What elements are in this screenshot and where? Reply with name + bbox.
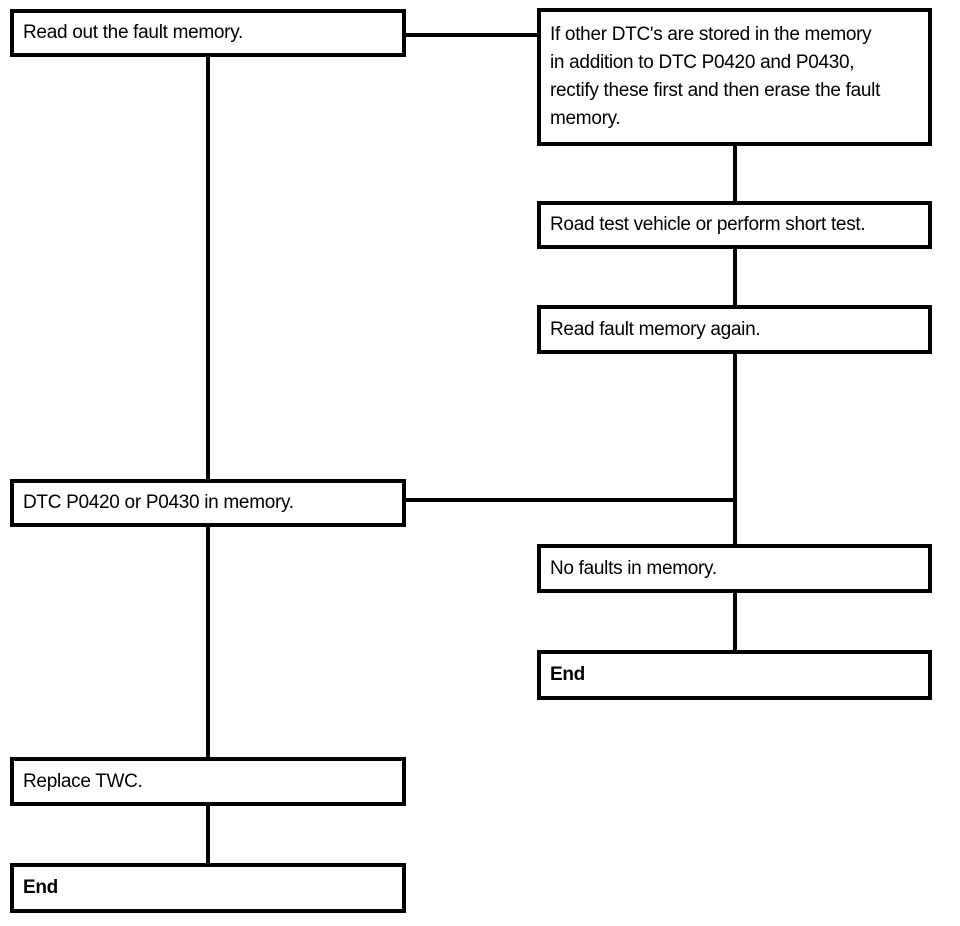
node-end-right: End (537, 650, 932, 700)
node-road-test-vehicle-label: Road test vehicle or perform short test. (550, 214, 866, 235)
connector-dtcinmemory-to-replacetwc (206, 527, 210, 757)
connector-readout-to-dtcinmemory (206, 57, 210, 479)
node-replace-twc: Replace TWC. (10, 757, 406, 806)
node-other-dtcs-stored: If other DTC's are stored in the memory … (537, 8, 932, 146)
node-other-dtcs-stored-label: If other DTC's are stored in the memory … (550, 24, 881, 129)
connector-dtcinmemory-branch (406, 498, 737, 502)
node-read-out-fault-memory: Read out the fault memory. (10, 9, 406, 57)
node-end-right-label: End (550, 664, 585, 685)
connector-replacetwc-to-end (206, 806, 210, 863)
connector-roadtest-to-readagain (733, 249, 737, 305)
node-no-faults-in-memory: No faults in memory. (537, 544, 932, 593)
node-end-left-label: End (23, 877, 58, 898)
node-dtc-in-memory: DTC P0420 or P0430 in memory. (10, 479, 406, 527)
node-road-test-vehicle: Road test vehicle or perform short test. (537, 201, 932, 249)
node-end-left: End (10, 863, 406, 913)
connector-readagain-to-nofaults (733, 354, 737, 544)
node-dtc-in-memory-label: DTC P0420 or P0430 in memory. (23, 492, 294, 513)
node-replace-twc-label: Replace TWC. (23, 770, 143, 792)
node-read-fault-memory-again-label: Read fault memory again. (550, 318, 761, 340)
connector-readout-to-otherdtcs (406, 33, 537, 37)
node-read-fault-memory-again: Read fault memory again. (537, 305, 932, 354)
connector-nofaults-to-end (733, 593, 737, 650)
node-no-faults-in-memory-label: No faults in memory. (550, 557, 717, 579)
connector-otherdtcs-to-roadtest (733, 146, 737, 201)
node-read-out-fault-memory-label: Read out the fault memory. (23, 22, 243, 43)
